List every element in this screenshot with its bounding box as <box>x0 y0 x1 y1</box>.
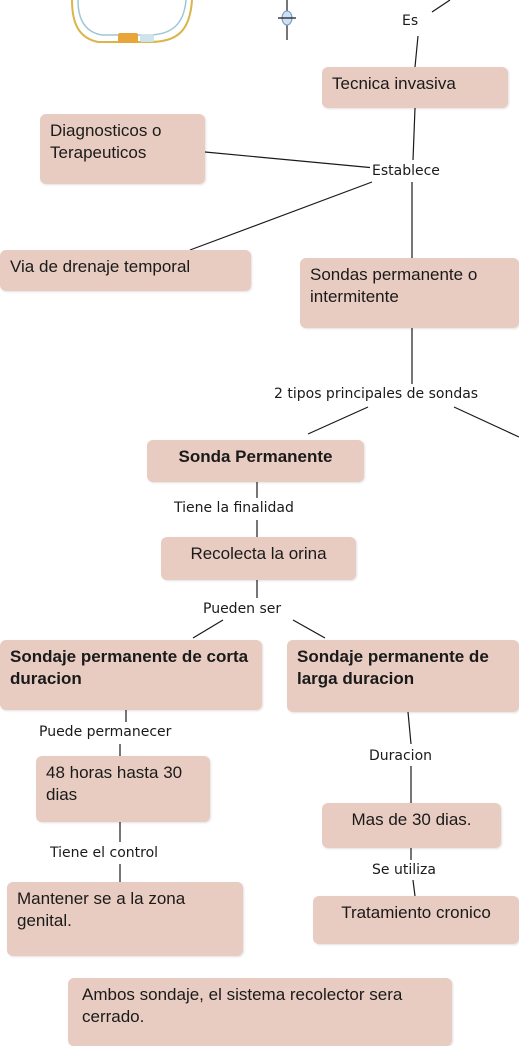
node-mas-30[interactable]: Mas de 30 dias. <box>322 803 501 848</box>
node-via-drenaje[interactable]: Via de drenaje temporal <box>0 250 251 291</box>
node-recolecta[interactable]: Recolecta la orina <box>161 537 356 580</box>
catheter-image <box>71 0 193 43</box>
link-label-se-utiliza: Se utiliza <box>370 862 438 878</box>
node-sondas-permanente[interactable]: Sondas permanente o intermitente <box>300 258 519 328</box>
node-diagnosticos[interactable]: Diagnosticos o Terapeuticos <box>40 114 205 184</box>
connector-image <box>278 0 296 40</box>
link-label-pueden-ser: Pueden ser <box>201 601 284 617</box>
link-label-tiene-control: Tiene el control <box>48 845 161 861</box>
node-sonda-permanente[interactable]: Sonda Permanente <box>147 440 364 482</box>
node-tratamiento[interactable]: Tratamiento cronico <box>313 896 519 944</box>
node-horas[interactable]: 48 horas hasta 30 dias <box>36 756 210 822</box>
node-corta-duracion[interactable]: Sondaje permanente de corta duracion <box>0 640 262 710</box>
node-mantener[interactable]: Mantener se a la zona genital. <box>7 882 243 956</box>
link-label-establece: Establece <box>370 163 442 179</box>
node-tecnica-invasiva[interactable]: Tecnica invasiva <box>322 67 508 108</box>
link-label-duracion: Duracion <box>367 748 435 764</box>
link-label-es: Es <box>400 13 421 29</box>
link-label-puede-permanecer: Puede permanecer <box>37 724 174 740</box>
link-label-tiene-finalidad: Tiene la finalidad <box>172 500 296 516</box>
node-larga-duracion[interactable]: Sondaje permanente de larga duracion <box>287 640 519 712</box>
node-ambos[interactable]: Ambos sondaje, el sistema recolector ser… <box>68 978 452 1046</box>
link-label-dos-tipos: 2 tipos principales de sondas <box>272 386 481 402</box>
